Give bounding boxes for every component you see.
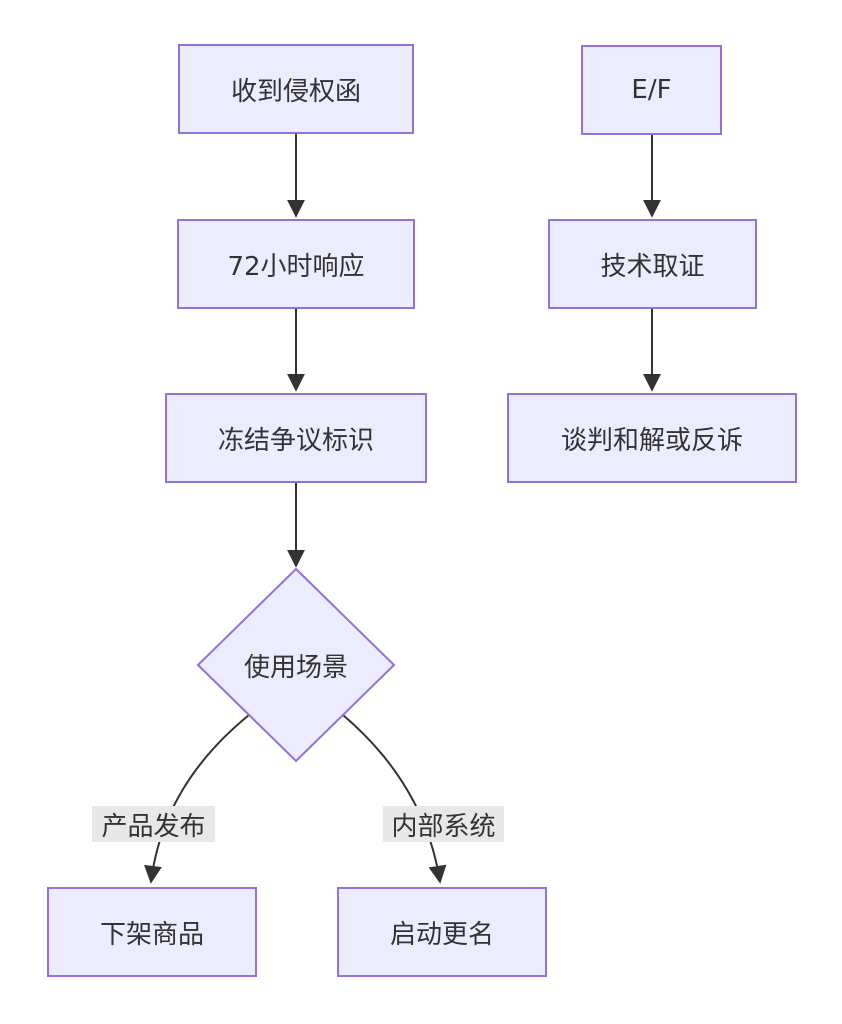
node-label: 72小时响应: [227, 251, 365, 282]
node-freeze-disputed-mark: 冻结争议标识: [165, 393, 427, 483]
node-label: 谈判和解或反诉: [560, 425, 743, 456]
decision-diamond-shape: [196, 567, 396, 763]
node-tech-forensics: 技术取证: [548, 219, 757, 309]
edge-scenario-to-rename: [342, 714, 447, 884]
node-72h-response: 72小时响应: [177, 219, 415, 309]
node-receive-infringement-letter: 收到侵权函: [178, 44, 414, 134]
node-label: 使用场景: [243, 652, 348, 683]
node-remove-product: 下架商品: [47, 887, 257, 977]
edge-label-text: 产品发布: [101, 811, 206, 842]
edge-label-internal-system: 内部系统: [383, 806, 504, 842]
node-label: 启动更名: [389, 919, 494, 950]
edge-label-product-release: 产品发布: [92, 806, 215, 842]
node-label: 下架商品: [99, 919, 204, 950]
edge-label-text: 内部系统: [391, 811, 496, 842]
node-label: E/F: [631, 75, 672, 105]
node-label: 冻结争议标识: [217, 425, 374, 456]
node-settlement-or-countersuit: 谈判和解或反诉: [507, 393, 797, 483]
edge-scenario-to-remove: [144, 714, 250, 884]
node-ef: E/F: [581, 45, 722, 135]
node-label: 技术取证: [600, 251, 705, 282]
node-label: 收到侵权函: [230, 76, 361, 107]
node-usage-scenario-decision: 使用场景: [199, 621, 393, 709]
node-start-rename: 启动更名: [337, 887, 547, 977]
